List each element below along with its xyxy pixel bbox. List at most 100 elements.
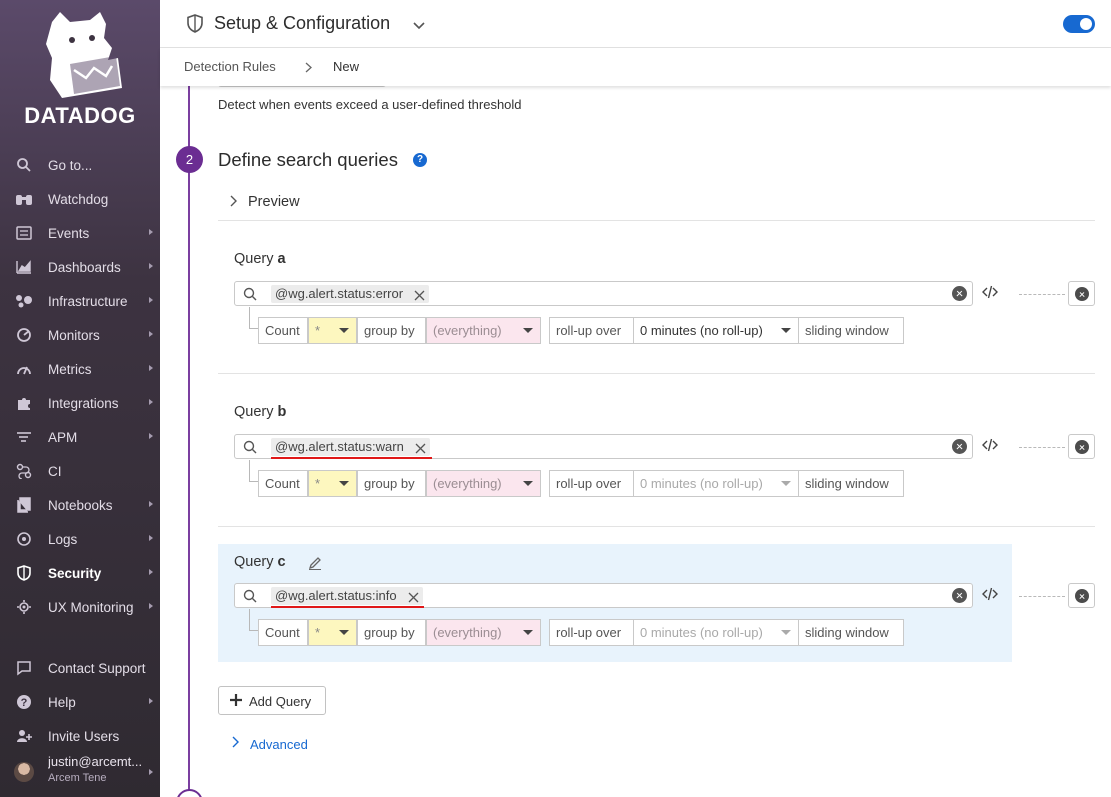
- advanced-toggle[interactable]: Advanced: [232, 736, 308, 752]
- close-icon[interactable]: [408, 590, 419, 608]
- plus-icon: [230, 694, 242, 709]
- query-connector: [249, 307, 258, 329]
- chevron-right-icon: [149, 229, 153, 235]
- chevron-right-icon: [149, 399, 153, 405]
- enable-toggle[interactable]: [1063, 15, 1095, 33]
- rollup-label: roll-up over: [549, 317, 634, 344]
- edit-pencil-icon[interactable]: [308, 556, 322, 573]
- notebook-icon: [15, 496, 33, 514]
- measure-select[interactable]: *: [308, 470, 357, 497]
- chat-icon: [15, 659, 33, 677]
- chevron-right-icon: [149, 501, 153, 507]
- ux-monitoring-icon: [15, 598, 33, 616]
- measure-select[interactable]: *: [308, 317, 357, 344]
- sidebar-item-integrations[interactable]: Integrations: [0, 386, 160, 420]
- user-org: Arcem Tene: [48, 772, 107, 784]
- sidebar-item-infrastructure[interactable]: Infrastructure: [0, 284, 160, 318]
- ci-icon: [15, 462, 33, 480]
- shield-icon: [15, 564, 33, 582]
- aggregation-label: Count: [258, 317, 308, 344]
- code-icon[interactable]: [982, 438, 998, 455]
- datadog-logo[interactable]: DATADOG: [0, 0, 160, 140]
- chevron-right-icon: [149, 331, 153, 337]
- measure-select[interactable]: *: [308, 619, 357, 646]
- sidebar-item-notebooks[interactable]: Notebooks: [0, 488, 160, 522]
- query-title: Query a: [234, 251, 286, 267]
- close-icon[interactable]: [415, 441, 426, 459]
- clear-search-icon[interactable]: [952, 588, 967, 603]
- rollup-label: roll-up over: [549, 619, 634, 646]
- search-query-input[interactable]: @wg.alert.status:warn: [234, 434, 973, 459]
- rollup-select[interactable]: 0 minutes (no roll-up): [633, 317, 799, 344]
- rollup-select[interactable]: 0 minutes (no roll-up): [633, 470, 799, 497]
- chevron-right-icon: [149, 263, 153, 269]
- sidebar-item-logs[interactable]: Logs: [0, 522, 160, 556]
- sidebar-item-security[interactable]: Security: [0, 556, 160, 590]
- group-by-select[interactable]: (everything): [426, 619, 541, 646]
- sidebar-item-label: Contact Support: [48, 660, 146, 676]
- sidebar-item-metrics[interactable]: Metrics: [0, 352, 160, 386]
- dashboards-icon: [15, 258, 33, 276]
- close-icon: [1075, 589, 1089, 603]
- sidebar-item-label: Go to...: [48, 157, 93, 173]
- close-icon[interactable]: [414, 288, 425, 306]
- code-icon[interactable]: [982, 587, 998, 604]
- red-underline: [271, 457, 432, 459]
- group-by-select[interactable]: (everything): [426, 317, 541, 344]
- filter-chip[interactable]: @wg.alert.status:warn: [271, 438, 430, 456]
- clear-search-icon[interactable]: [952, 286, 967, 301]
- user-menu[interactable]: justin@arcemt... Arcem Tene: [0, 752, 160, 792]
- sidebar-item-monitors[interactable]: Monitors: [0, 318, 160, 352]
- filter-chip[interactable]: @wg.alert.status:error: [271, 285, 430, 306]
- search-icon: [243, 589, 257, 606]
- remove-query-button[interactable]: [1068, 434, 1095, 459]
- sidebar-item-label: Metrics: [48, 361, 92, 377]
- sidebar-item-help[interactable]: ? Help: [0, 685, 160, 719]
- add-query-label: Add Query: [249, 694, 312, 709]
- search-query-input[interactable]: @wg.alert.status:info: [234, 583, 973, 608]
- rule-description: Detect when events exceed a user-defined…: [218, 97, 522, 112]
- help-icon[interactable]: ?: [413, 153, 427, 167]
- sidebar-item-goto[interactable]: Go to...: [0, 148, 160, 182]
- remove-query-button[interactable]: [1068, 281, 1095, 306]
- sidebar-item-label: UX Monitoring: [48, 599, 134, 615]
- filter-chip[interactable]: @wg.alert.status:info: [271, 587, 423, 605]
- chevron-down-icon[interactable]: [413, 18, 425, 33]
- user-email: justin@arcemt...: [48, 754, 143, 769]
- logs-icon: [15, 530, 33, 548]
- sidebar-item-events[interactable]: Events: [0, 216, 160, 250]
- sidebar-item-ci[interactable]: CI: [0, 454, 160, 488]
- code-icon[interactable]: [982, 285, 998, 302]
- svg-text:?: ?: [21, 697, 28, 709]
- sidebar-item-ux-monitoring[interactable]: UX Monitoring: [0, 590, 160, 624]
- remove-query-button[interactable]: [1068, 583, 1095, 608]
- group-by-select[interactable]: (everything): [426, 470, 541, 497]
- window-label: sliding window: [798, 470, 904, 497]
- rollup-select[interactable]: 0 minutes (no roll-up): [633, 619, 799, 646]
- section-title: Define search queries: [218, 149, 398, 170]
- clear-search-icon[interactable]: [952, 439, 967, 454]
- sidebar-item-apm[interactable]: APM: [0, 420, 160, 454]
- add-query-button[interactable]: Add Query: [218, 686, 326, 715]
- group-by-label: group by: [357, 619, 426, 646]
- aggregation-label: Count: [258, 619, 308, 646]
- sidebar-item-label: Infrastructure: [48, 293, 128, 309]
- sidebar-item-contact-support[interactable]: Contact Support: [0, 651, 160, 685]
- sidebar-item-watchdog[interactable]: Watchdog: [0, 182, 160, 216]
- sidebar-item-dashboards[interactable]: Dashboards: [0, 250, 160, 284]
- sidebar-item-label: Logs: [48, 531, 78, 547]
- events-icon: [15, 224, 33, 242]
- caret-down-icon: [339, 630, 349, 635]
- sidebar-item-label: Invite Users: [48, 728, 120, 744]
- query-title: Query b: [234, 404, 287, 420]
- search-query-input[interactable]: @wg.alert.status:error: [234, 281, 973, 306]
- dashed-connector: [1019, 596, 1065, 597]
- query-connector: [249, 609, 258, 631]
- help-icon: ?: [15, 693, 33, 711]
- sidebar-item-invite-users[interactable]: Invite Users: [0, 719, 160, 753]
- monitors-icon: [15, 326, 33, 344]
- chevron-right-icon: [149, 433, 153, 439]
- breadcrumb-detection-rules[interactable]: Detection Rules: [184, 59, 276, 74]
- preview-toggle[interactable]: Preview: [218, 186, 1095, 221]
- chevron-right-icon: [232, 736, 239, 751]
